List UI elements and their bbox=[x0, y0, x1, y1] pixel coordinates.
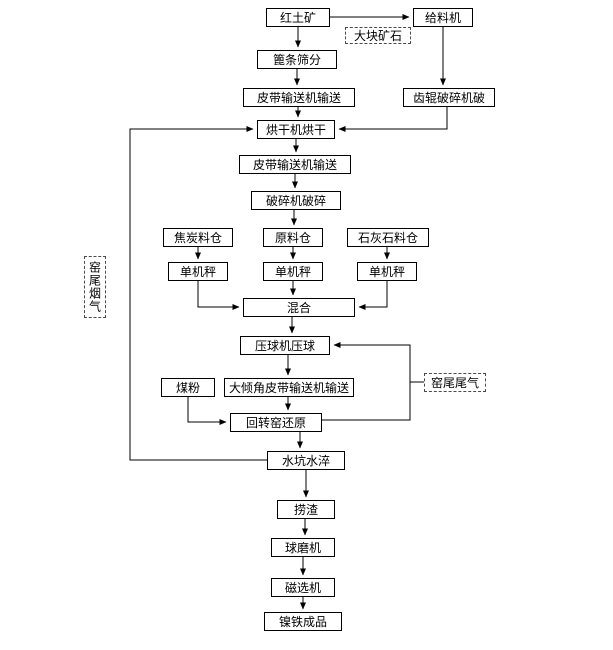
node-slag-skimming: 捞渣 bbox=[277, 500, 335, 519]
node-dryer: 烘干机烘干 bbox=[257, 120, 335, 139]
node-magnetic-separator: 磁选机 bbox=[271, 578, 335, 597]
edge-toothcrusher-to-dryer bbox=[338, 107, 448, 132]
node-crusher: 破碎机破碎 bbox=[251, 191, 341, 210]
label-large-ore: 大块矿石 bbox=[345, 27, 411, 44]
node-coke-silo: 焦炭料仓 bbox=[163, 228, 233, 247]
node-scale-2: 单机秤 bbox=[263, 262, 323, 281]
node-feeder: 给料机 bbox=[413, 8, 473, 27]
node-scale-3: 单机秤 bbox=[357, 262, 417, 281]
node-belt-conveyor-2: 皮带输送机输送 bbox=[239, 155, 351, 174]
node-limestone-silo: 石灰石料仓 bbox=[347, 228, 429, 247]
edge-scale1-to-mixing bbox=[197, 281, 240, 310]
node-rotary-kiln: 回转窑还原 bbox=[230, 413, 322, 432]
node-scale-1: 单机秤 bbox=[168, 262, 228, 281]
edge-coal-to-kiln bbox=[187, 397, 227, 425]
node-nickel-iron-product: 镍铁成品 bbox=[264, 612, 342, 631]
node-coal-powder: 煤粉 bbox=[161, 378, 215, 397]
node-mixing: 混合 bbox=[243, 298, 355, 317]
edge-fluegas-recycle-to-dryer bbox=[129, 126, 267, 461]
label-kiln-flue-gas: 窑尾烟气 bbox=[84, 256, 106, 318]
node-ball-press: 压球机压球 bbox=[240, 336, 330, 355]
node-belt-conveyor-1: 皮带输送机输送 bbox=[243, 88, 355, 107]
edge-scale3-to-mixing bbox=[358, 281, 388, 310]
node-raw-material-silo: 原料仓 bbox=[263, 228, 323, 247]
label-kiln-tail-gas: 窑尾尾气 bbox=[424, 373, 486, 392]
node-inclined-belt-conveyor: 大倾角皮带输送机输送 bbox=[224, 378, 354, 397]
node-grate-screening: 篦条筛分 bbox=[257, 50, 337, 69]
node-toothed-roll-crusher: 齿辊破碎机破 bbox=[403, 88, 495, 107]
node-laterite-ore: 红土矿 bbox=[266, 8, 330, 27]
node-ball-mill: 球磨机 bbox=[271, 538, 335, 557]
node-water-quench: 水坑水淬 bbox=[267, 451, 345, 470]
